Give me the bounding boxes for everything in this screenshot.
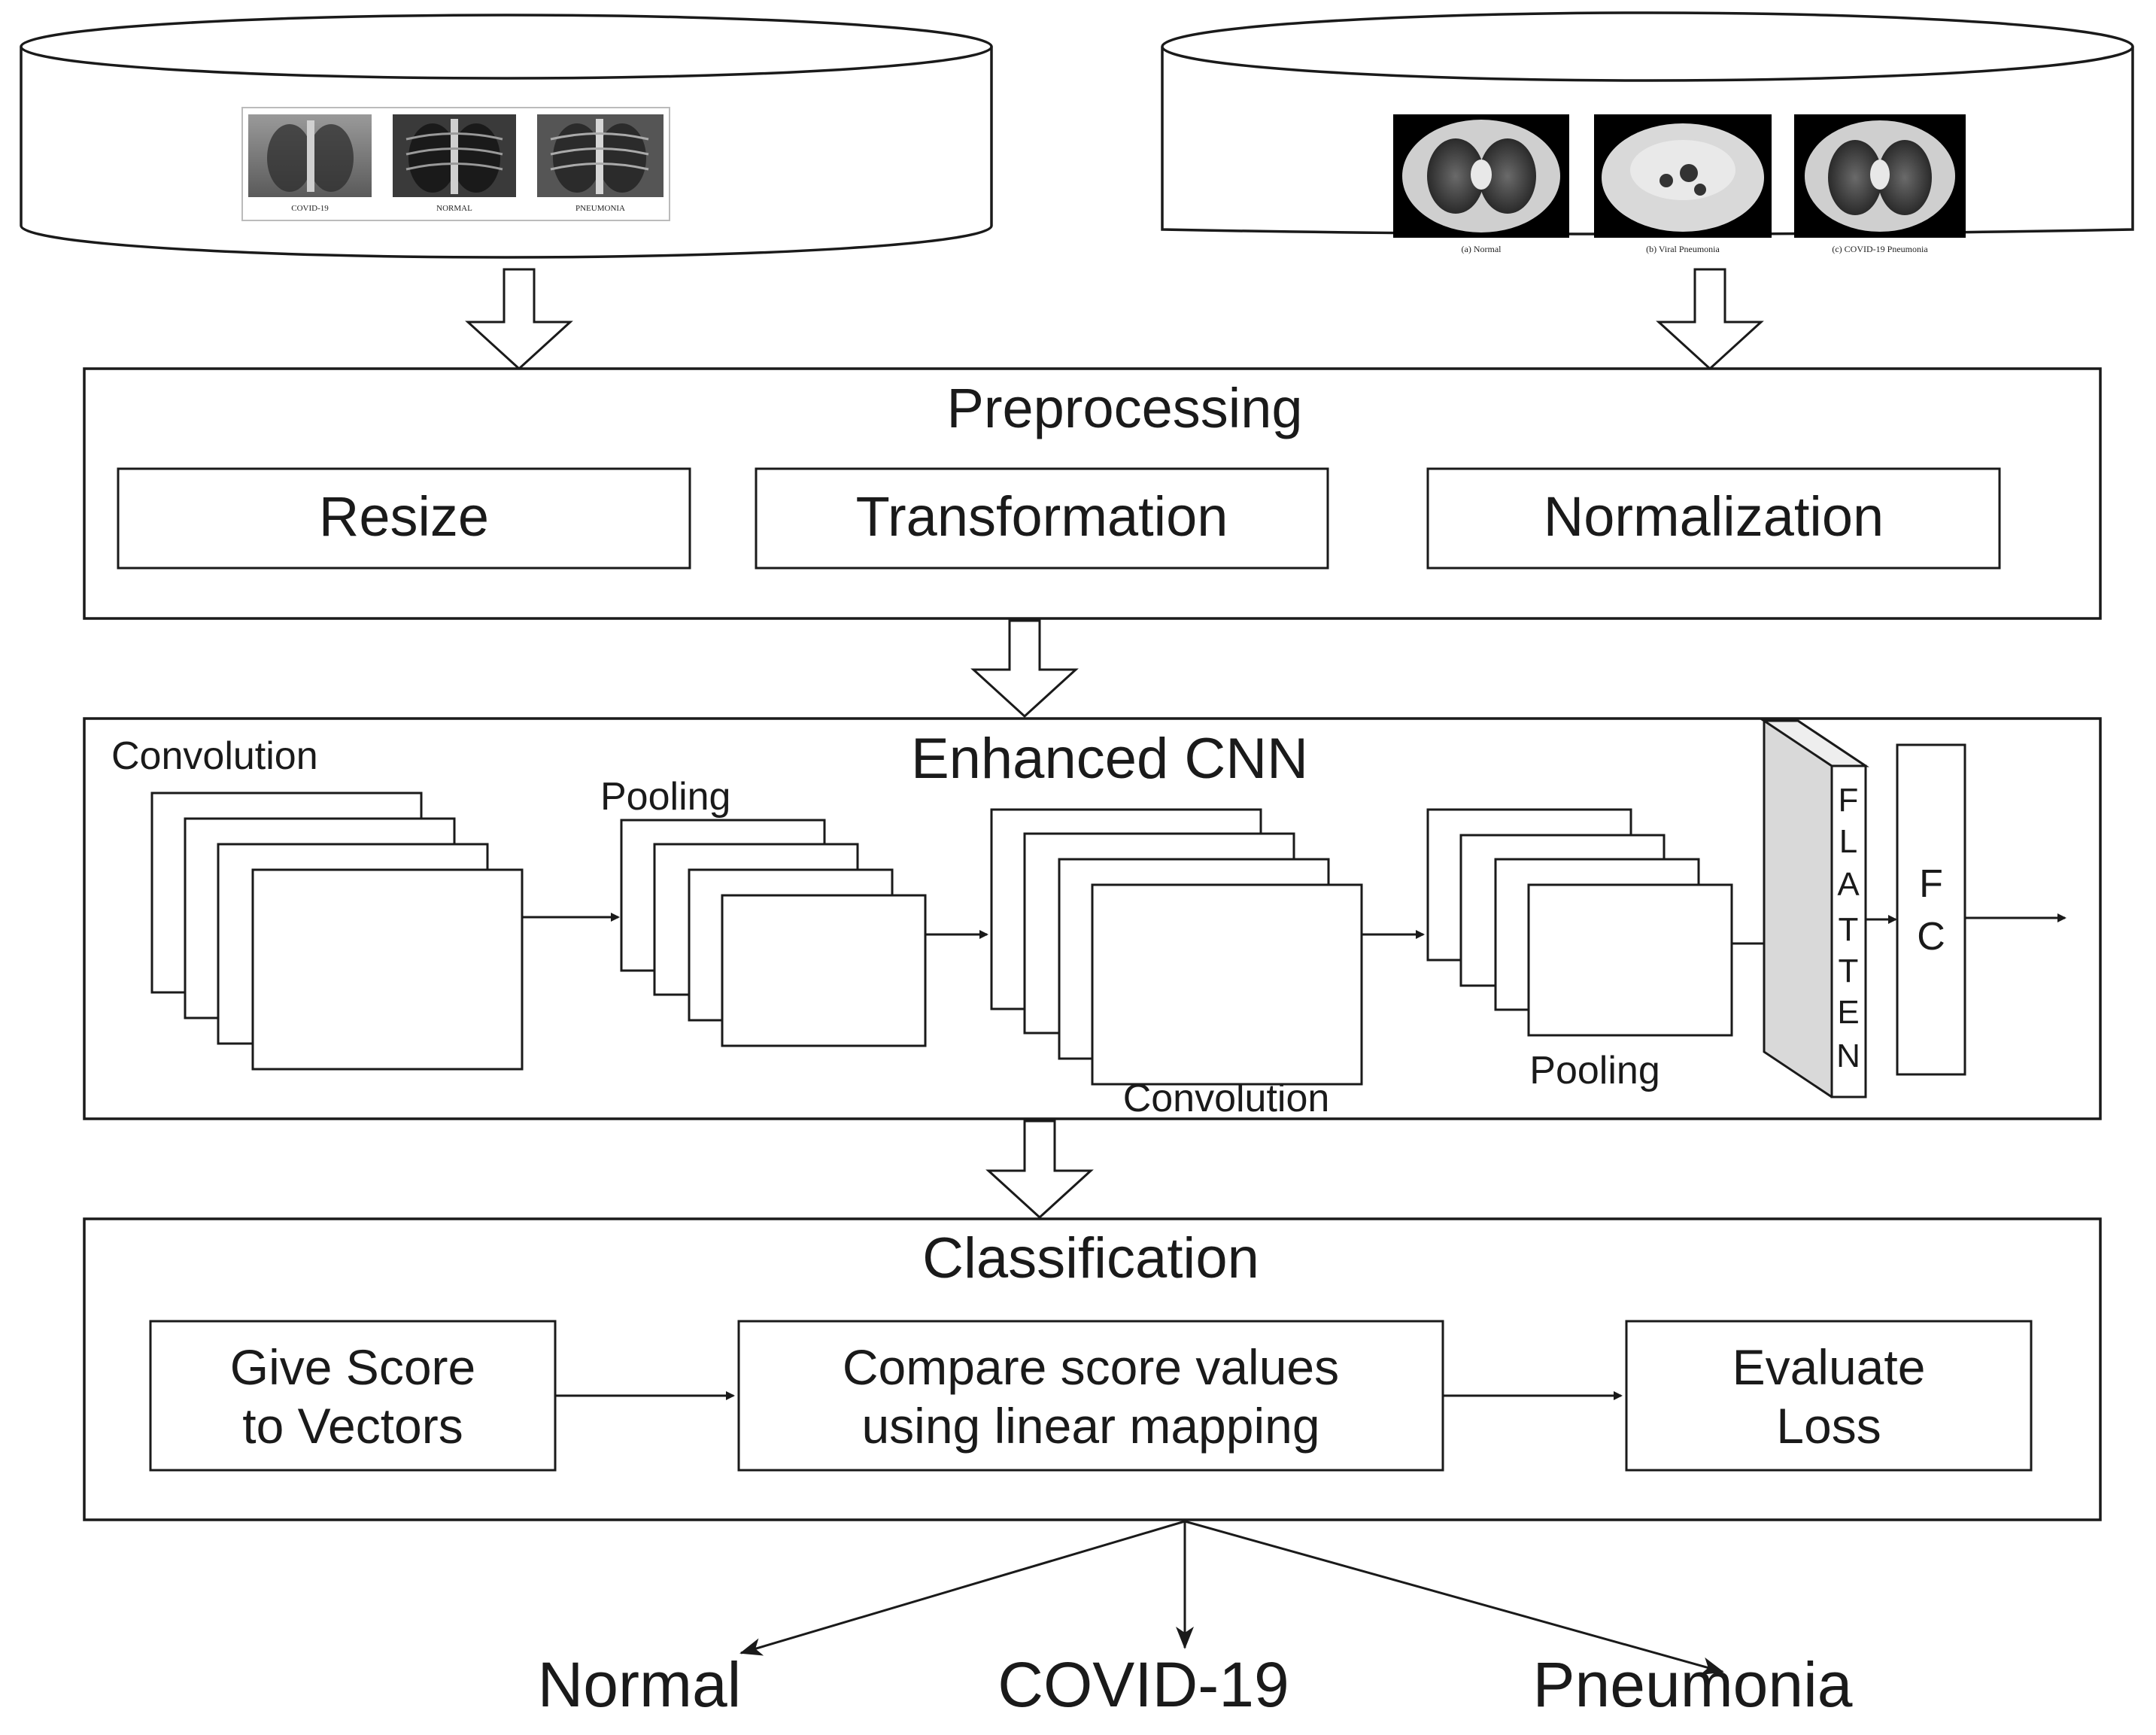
compare-line1: Compare score values [843,1339,1339,1395]
resize-box [117,467,691,570]
flatten-letter-4: T [1839,911,1859,948]
fc-layer: F C [1896,743,1966,1076]
ct-caption-1: (a) Normal [1462,244,1502,254]
flatten-letter-1: F [1839,782,1859,819]
conv2-feature-maps [990,808,1363,1086]
flatten-layer: F L A T T E N [1760,719,1869,1098]
pool1-label: Pooling [600,775,730,819]
evaluate-line2: Loss [1776,1398,1881,1454]
ct-image-normal [1393,114,1569,238]
flatten-letter-2: L [1839,823,1857,860]
output-normal: Normal [538,1649,742,1720]
ct-image-covid-pneumonia [1794,114,1966,238]
compare-line2: using linear mapping [861,1398,1319,1454]
xray-caption-1: COVID-19 [291,204,329,213]
normalization-label: Normalization [1544,485,1884,548]
preprocessing-title: Preprocessing [946,377,1302,439]
arrow-to-normal [739,1520,1186,1656]
compare-scores-box [737,1320,1444,1472]
output-covid19: COVID-19 [998,1649,1289,1720]
normalization-box [1426,467,2001,570]
ct-caption-3: (c) COVID-19 Pneumonia [1832,244,1928,254]
arrow-to-pneumonia [1184,1520,1724,1676]
arrow-xray-to-preprocessing [465,268,573,371]
xray-image-normal [393,114,516,197]
resize-label: Resize [319,485,489,548]
transformation-label: Transformation [856,485,1228,548]
xray-images-panel: COVID-19 NORMAL PNEUMONIA [241,107,670,221]
arrow-preprocessing-to-cnn [970,619,1079,719]
xray-image-covid [248,114,372,197]
evaluate-loss-box [1625,1320,2033,1472]
flatten-letter-6: E [1837,994,1859,1031]
give-score-box [149,1320,557,1472]
pool2-feature-maps [1426,808,1733,1037]
arrow-ct-to-preprocessing [1656,268,1764,371]
classification-block: Classification Give Score to Vectors Com… [83,1217,2102,1521]
flatten-letter-7: N [1836,1038,1860,1074]
flatten-letter-3: A [1837,866,1860,903]
cnn-title: Enhanced CNN [911,727,1308,791]
ct-caption-2: (b) Viral Pneumonia [1646,244,1720,254]
arrow-cnn-to-classification [985,1120,1094,1220]
evaluate-line1: Evaluate [1732,1339,1926,1395]
conv1-label: Convolution [111,734,318,778]
output-pneumonia: Pneumonia [1533,1649,1853,1720]
give-score-line2: to Vectors [242,1398,463,1454]
cnn-block: Enhanced CNN Convolution Pooling Convolu… [83,717,2102,1120]
xray-caption-2: NORMAL [436,204,472,213]
output-arrows [739,1520,1724,1676]
classification-title: Classification [922,1226,1259,1290]
give-score-line1: Give Score [230,1339,475,1395]
fc-letter-2: C [1917,915,1945,959]
pool1-feature-maps [620,819,927,1047]
fc-letter-1: F [1919,862,1943,906]
transformation-box [755,467,1329,570]
xray-image-pneumonia [537,114,664,197]
ct-image-viral-pneumonia [1594,114,1772,238]
flatten-letter-5: T [1839,953,1859,989]
conv2-label: Convolution [1123,1077,1330,1120]
preprocessing-block: Preprocessing Resize Transformation Norm… [83,367,2102,620]
ct-images-panel: (a) Normal (b) Viral Pneumonia (c) COVID… [1393,114,1966,254]
pool2-label: Pooling [1529,1049,1660,1092]
xray-caption-3: PNEUMONIA [575,204,625,213]
conv1-feature-maps [150,792,524,1071]
